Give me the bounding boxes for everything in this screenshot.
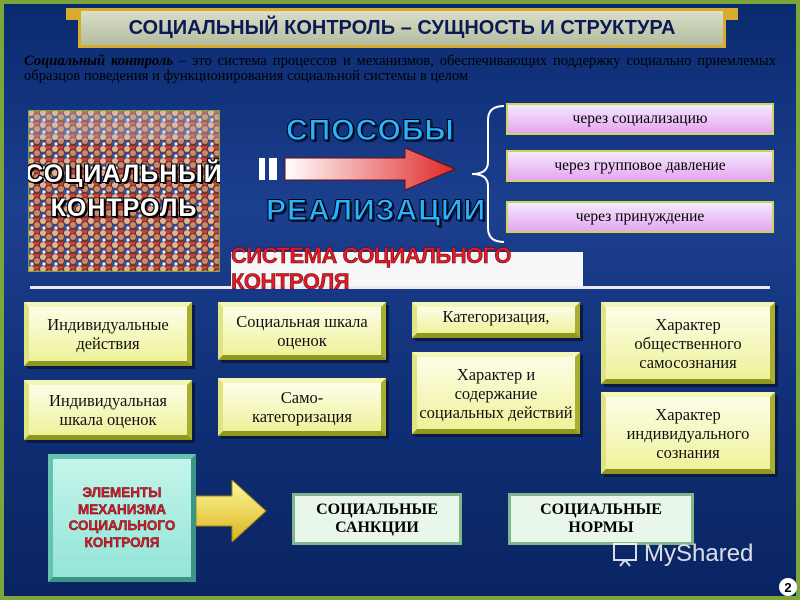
box-categorization: Категоризация, xyxy=(412,302,580,338)
box-individual-scale: Индивидуальная шкала оценок xyxy=(24,380,192,440)
crowd-caption-line-1: СОЦИАЛЬНЫЙ xyxy=(28,160,220,188)
mechanism-box: ЭЛЕМЕНТЫ МЕХАНИЗМА СОЦИАЛЬНОГО КОНТРОЛЯ xyxy=(48,454,196,582)
box-public-consciousness: Характер общественного самосознания xyxy=(601,302,775,384)
definition-body: – это система процессов и механизмов, об… xyxy=(24,53,776,84)
divider xyxy=(30,286,770,289)
brace-icon xyxy=(471,105,505,243)
title-corner-right xyxy=(726,8,738,20)
box-social-sanctions: СОЦИАЛЬНЫЕ САНКЦИИ xyxy=(292,493,462,545)
box-individual-consciousness: Характер индивидуального сознания xyxy=(601,392,775,474)
box-nature-actions: Характер и содержание социальных действи… xyxy=(412,352,580,434)
definition-term: Социальный контроль xyxy=(24,53,174,69)
crowd-caption-line-2: КОНТРОЛЬ xyxy=(50,194,198,222)
ways-word-1: СПОСОБЫ xyxy=(286,114,455,148)
definition-text: Социальный контроль – это система процес… xyxy=(24,54,776,84)
right-arrow-icon xyxy=(259,148,457,191)
box-social-norms: СОЦИАЛЬНЫЕ НОРМЫ xyxy=(508,493,694,545)
method-group-pressure: через групповое давление xyxy=(506,150,774,182)
title-corner-left xyxy=(66,8,78,20)
method-coercion: через принуждение xyxy=(506,201,774,233)
system-label: СИСТЕМА СОЦИАЛЬНОГО КОНТРОЛЯ xyxy=(231,243,583,294)
method-socialization: через социализацию xyxy=(506,103,774,135)
watermark: MyShared xyxy=(612,540,753,568)
box-social-scale: Социальная шкала оценок xyxy=(218,302,386,360)
slideshow-icon xyxy=(613,543,637,567)
crowd-photo xyxy=(28,110,220,272)
box-individual-actions: Индивидуальные действия xyxy=(24,302,192,366)
crowd-caption: СОЦИАЛЬНЫЙ КОНТРОЛЬ xyxy=(28,110,220,272)
watermark-text: MyShared xyxy=(644,540,754,567)
mechanism-label: ЭЛЕМЕНТЫ МЕХАНИЗМА СОЦИАЛЬНОГО КОНТРОЛЯ xyxy=(68,485,176,550)
mechanism-arrow-icon xyxy=(196,480,267,542)
page-number: 2 xyxy=(779,578,797,596)
box-self-categorization: Само- категоризация xyxy=(218,378,386,436)
page-title: СОЦИАЛЬНЫЙ КОНТРОЛЬ – СУЩНОСТЬ И СТРУКТУ… xyxy=(78,8,726,48)
ways-word-2: РЕАЛИЗАЦИИ xyxy=(265,194,487,228)
crowd-image: СОЦИАЛЬНЫЙ КОНТРОЛЬ xyxy=(28,110,220,272)
